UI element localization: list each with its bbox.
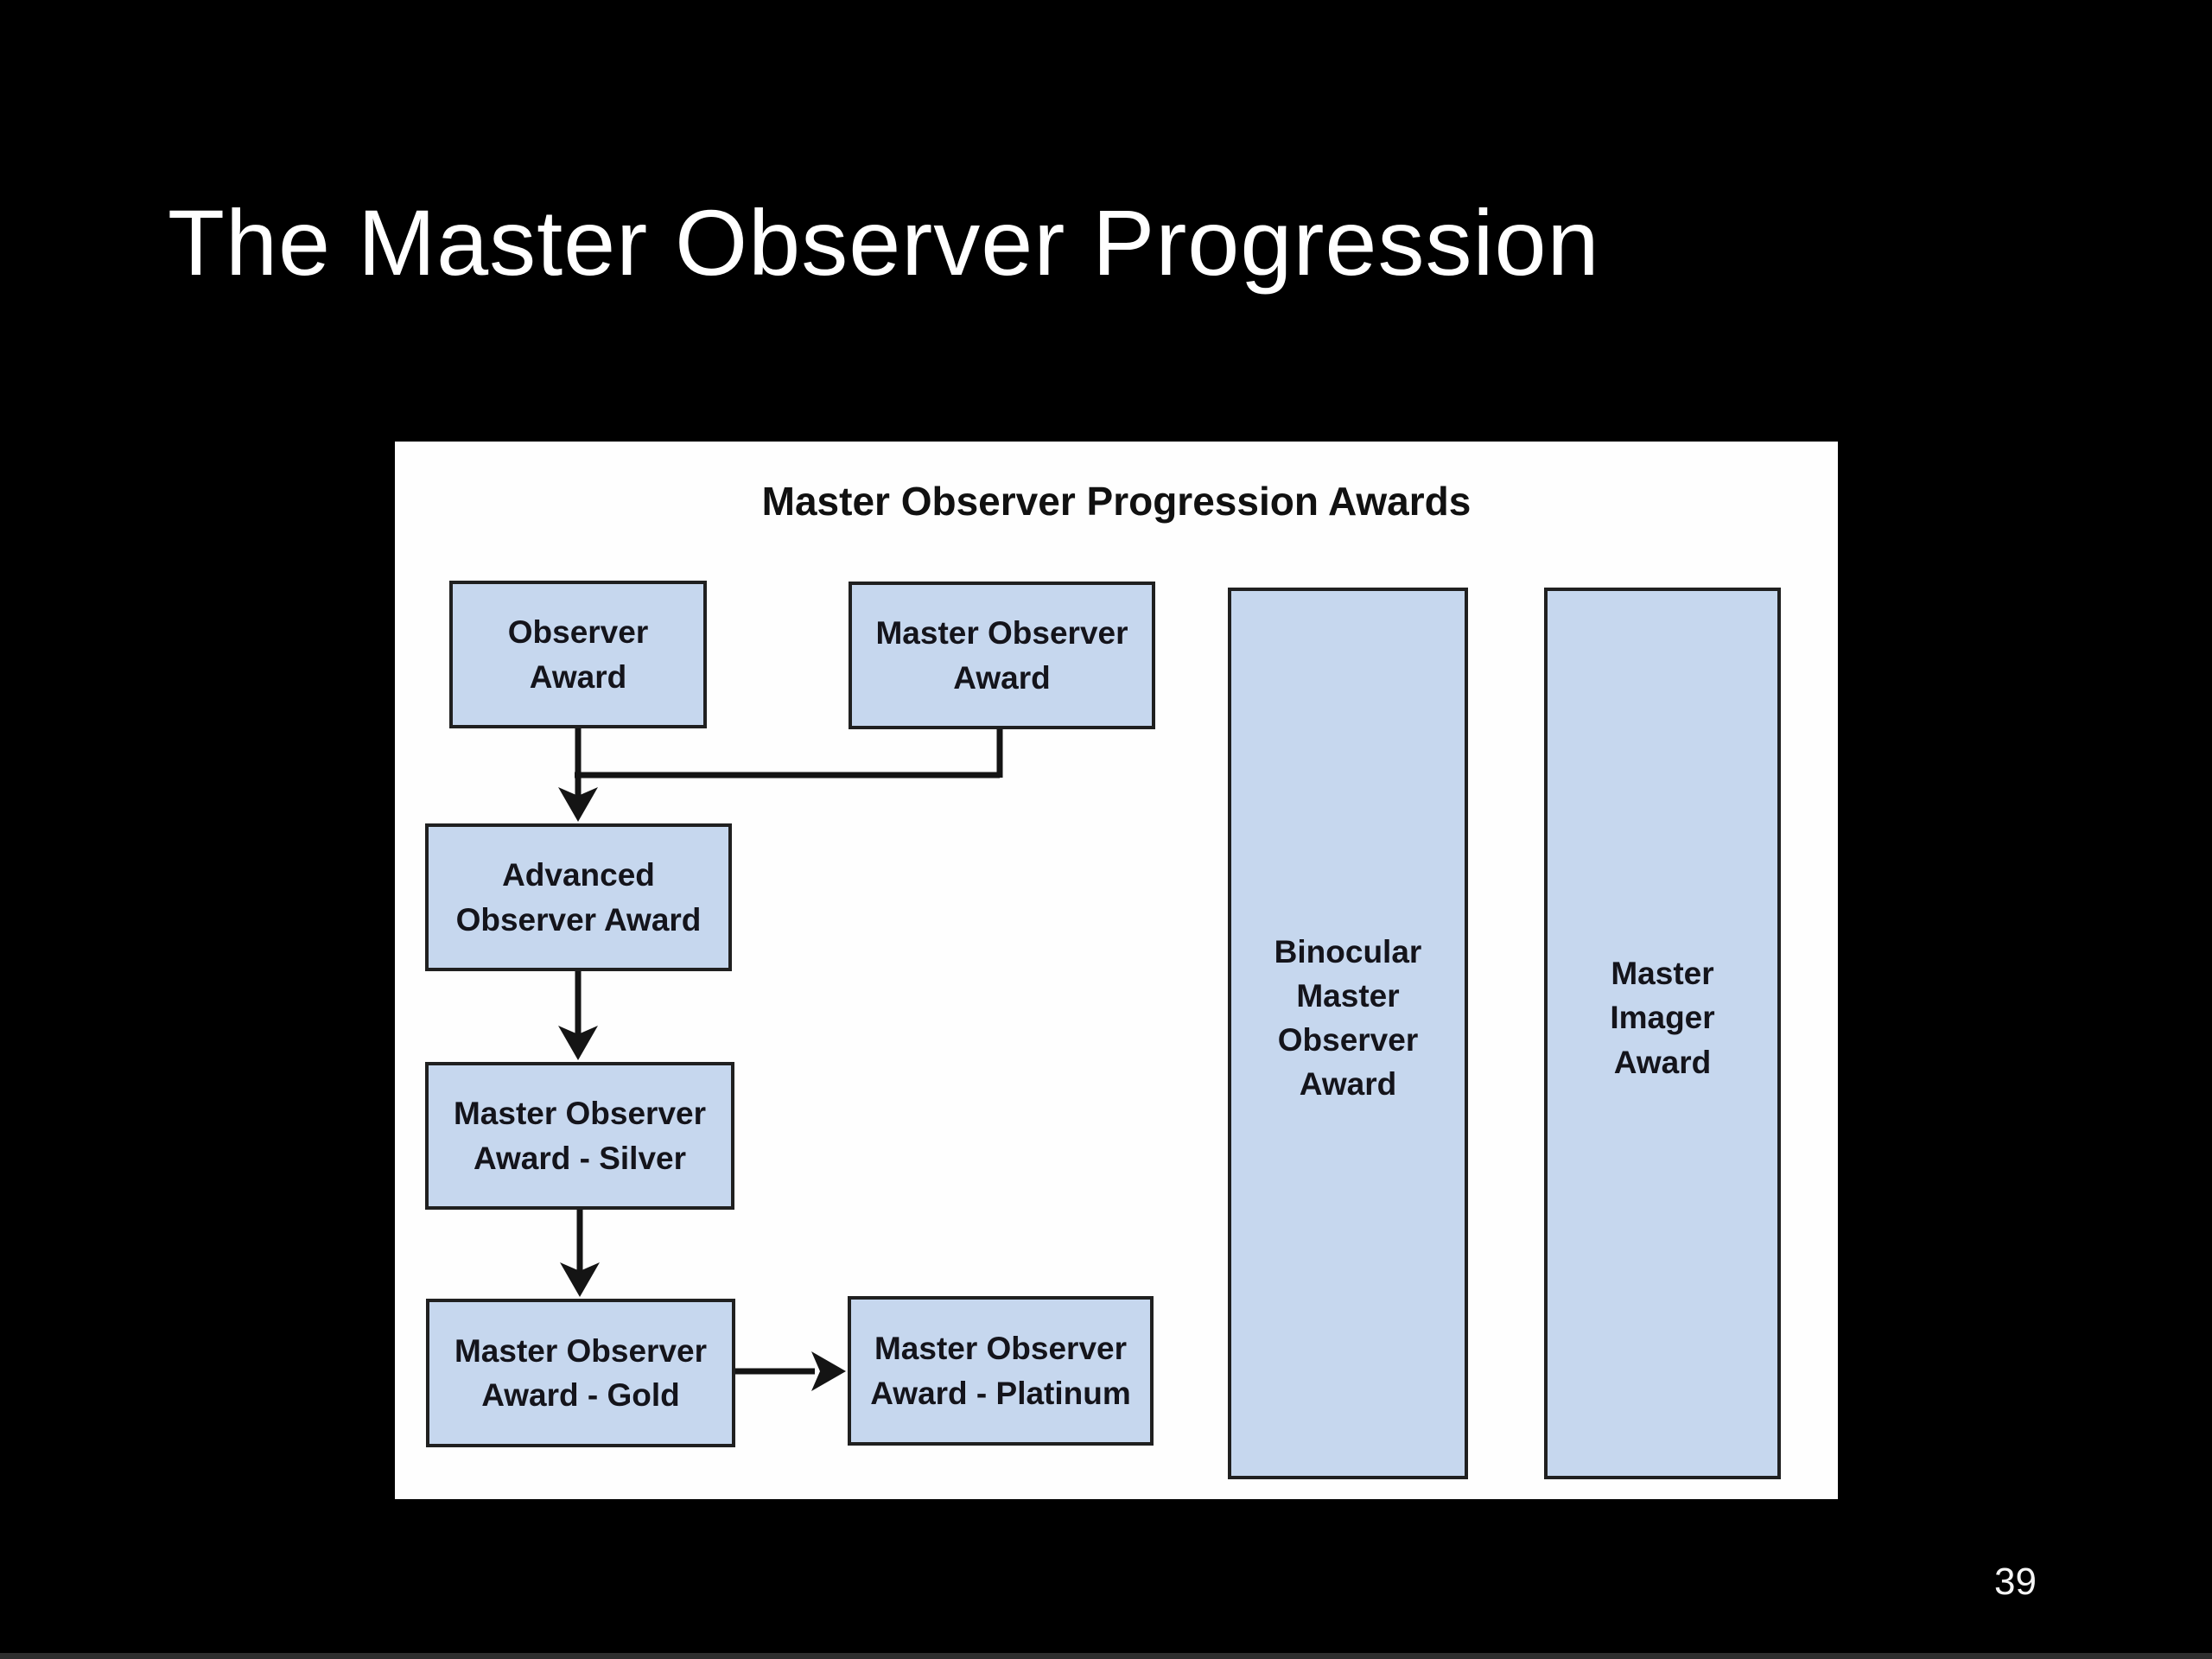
flow-connector-lines [558, 728, 1003, 1391]
slide-title: The Master Observer Progression [168, 190, 1600, 295]
diagram-title: Master Observer Progression Awards [761, 479, 1471, 524]
box-advanced-observer-award: Advanced Observer Award [425, 823, 732, 971]
box-master-observer-award-platinum: Master Observer Award - Platinum [848, 1296, 1154, 1446]
box-binocular-master-observer-award: Binocular Master Observer Award [1228, 588, 1468, 1479]
page-number: 39 [1994, 1560, 2037, 1603]
box-master-observer-award-silver: Master Observer Award - Silver [425, 1062, 734, 1210]
box-master-observer-award: Master Observer Award [849, 582, 1155, 729]
box-observer-award: Observer Award [449, 581, 707, 728]
diagram-panel: Master Observer Progression Awards Obser… [395, 442, 1838, 1499]
box-master-imager-award: Master Imager Award [1544, 588, 1781, 1479]
bottom-edge-bar [0, 1653, 2212, 1659]
box-master-observer-award-gold: Master Observer Award - Gold [426, 1299, 735, 1447]
